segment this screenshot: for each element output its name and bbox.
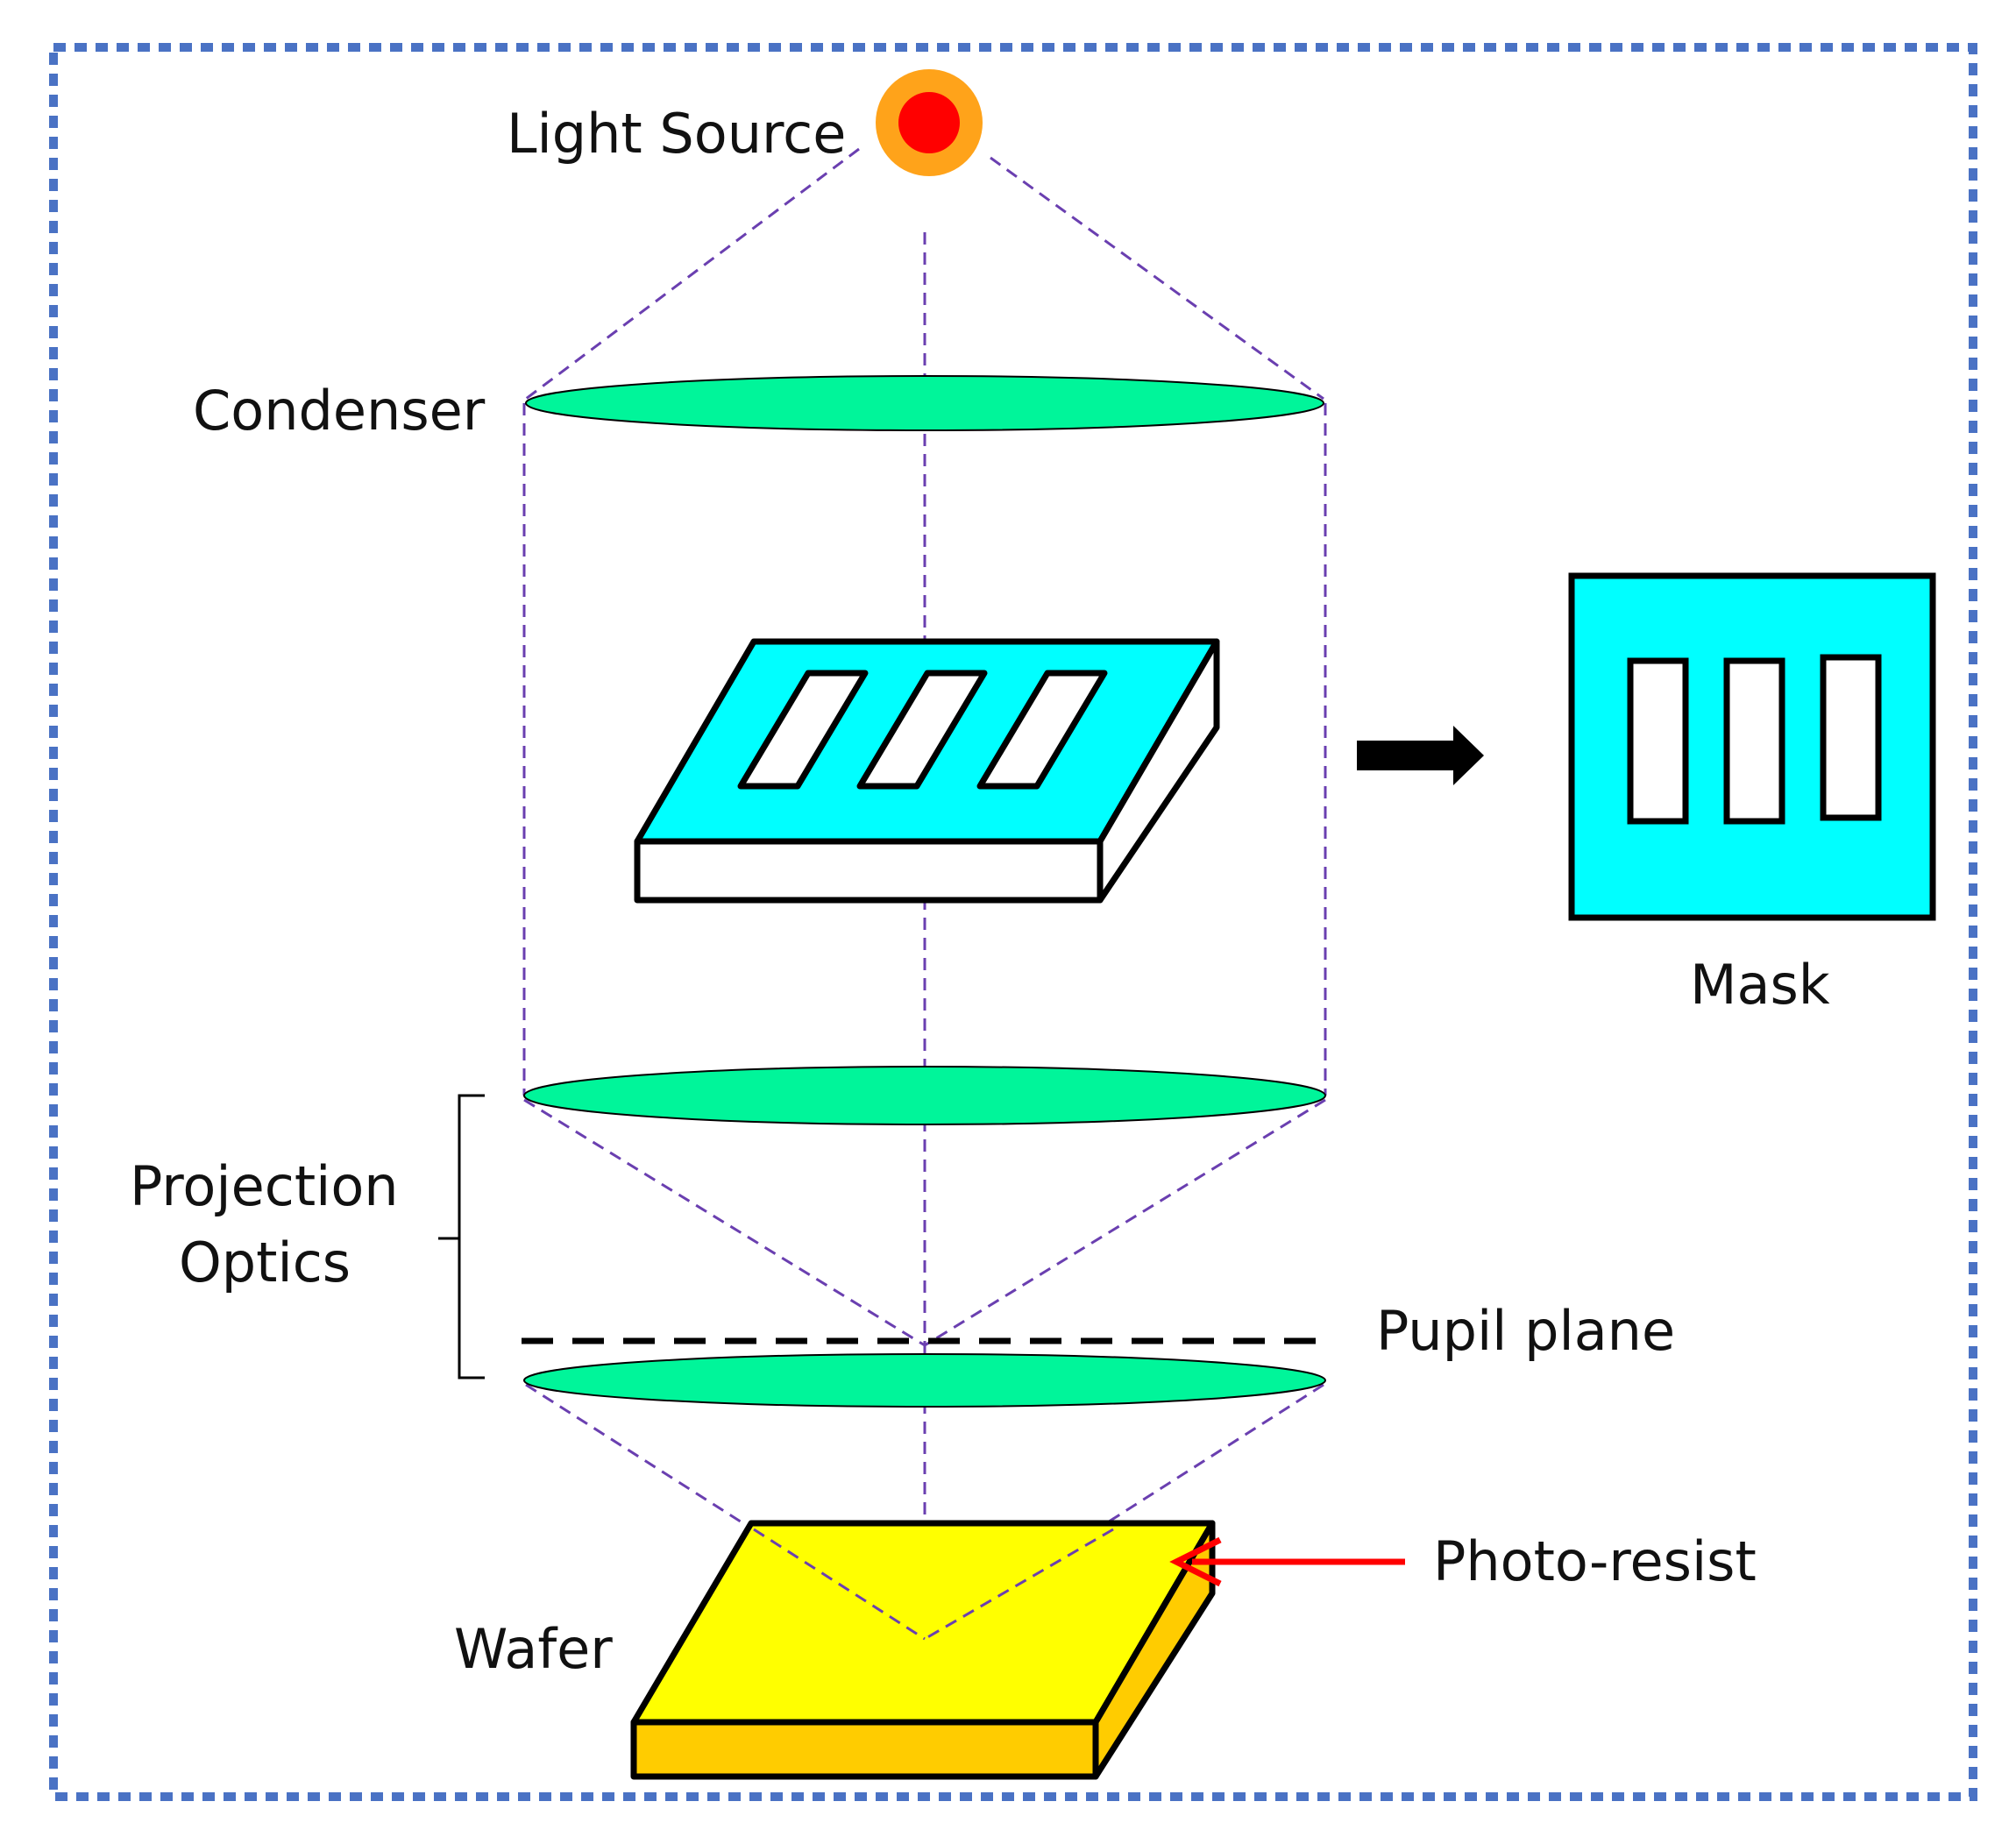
mask-plan-view (1568, 572, 1936, 921)
projection-lens-lower (523, 1353, 1326, 1408)
arrow-left-icon (1169, 1536, 1405, 1587)
diagram-frame (49, 43, 1977, 1801)
mask-slab (634, 638, 1220, 904)
projection-optics-label-line2: Optics (179, 1231, 351, 1294)
mask-slab-front (634, 838, 1104, 904)
beam-on-wafer (753, 1528, 1114, 1641)
light-source-label: Light Source (507, 102, 846, 166)
pupil-plane-label: Pupil plane (1376, 1299, 1675, 1363)
mask-slab-side (1097, 638, 1220, 904)
mask-slab-slit-2 (856, 670, 988, 790)
beam-source-right (990, 156, 1324, 401)
wafer-front (630, 1719, 1099, 1780)
beam-source-left (525, 147, 860, 401)
mask-plan-slit-2 (1723, 657, 1785, 825)
mask-plan-slit-1 (1627, 657, 1689, 825)
mask-slab-slit-3 (976, 670, 1108, 790)
wafer-label: Wafer (454, 1617, 613, 1681)
projection-lens-upper (523, 1066, 1326, 1125)
condenser-lens (525, 375, 1324, 431)
light-source-icon (876, 69, 983, 176)
photo-resist-label: Photo-resist (1433, 1529, 1757, 1593)
arrow-right-icon (1357, 726, 1484, 785)
wafer-side (1092, 1520, 1216, 1780)
condenser-label: Condenser (193, 379, 486, 443)
beam-converge-right (924, 1098, 1326, 1347)
projection-optics-label-line1: Projection (130, 1154, 399, 1218)
wafer (630, 1520, 1216, 1780)
mask-slab-slit-1 (737, 670, 869, 790)
beam-converge-left (523, 1098, 926, 1347)
mask-label: Mask (1690, 953, 1830, 1017)
projection-optics-bracket (438, 1094, 485, 1380)
mask-plan-slit-3 (1820, 654, 1882, 821)
